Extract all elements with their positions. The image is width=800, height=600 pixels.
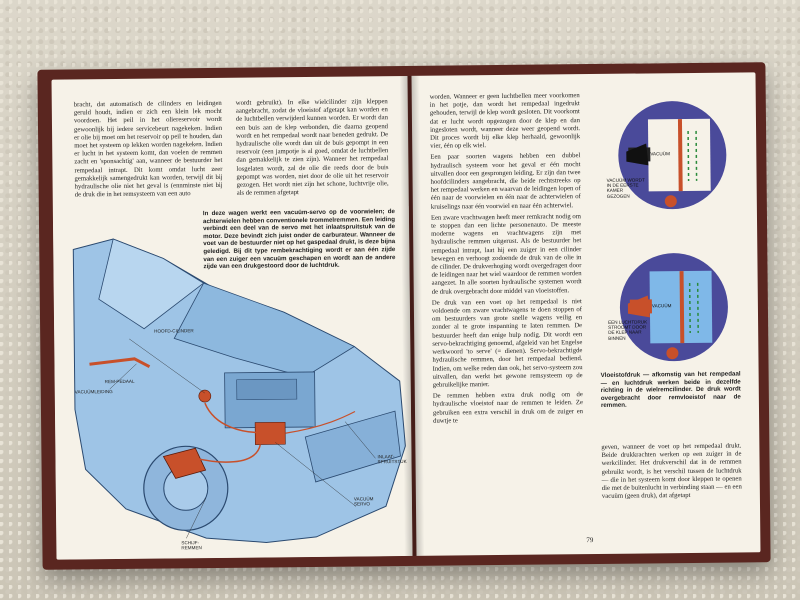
label-vacuum-tubing: vacuümleiding <box>74 389 113 395</box>
vacuum-diagram-bottom <box>619 252 729 362</box>
left-figure-caption: In deze wagen werkt een vacuüm-servo op … <box>202 208 396 271</box>
servo-piston-diagram <box>626 118 711 208</box>
diagram-top-title: vacuüm <box>650 151 670 157</box>
right-page-column-2: geven, wanneer de voet op het rempedaal … <box>601 442 742 504</box>
right-page-column-1: worden. Wanneer er geen luchtbellen meer… <box>430 92 583 428</box>
diagram-bottom-title: vacuüm <box>651 303 672 309</box>
paragraph: bracht, dat automatisch de cilinders en … <box>73 99 223 199</box>
label-vacuum-servo: vacuüm servo <box>353 496 374 507</box>
paragraph: Een zware vrachtwagen heeft meer remkrac… <box>430 212 582 296</box>
open-book: bracht, dat automatisch de cilinders en … <box>37 62 771 570</box>
paragraph: wordt gebruikt). In elke wielcilinder zi… <box>235 98 389 197</box>
right-figure-caption: Vloeistofdruk — afkomstig van het remped… <box>600 370 741 410</box>
paragraph: geven, wanneer de voet op het rempedaal … <box>601 442 742 501</box>
car-brake-illustration <box>52 205 413 560</box>
label-brake-pedal: rem-pedaal <box>104 378 135 385</box>
left-page: bracht, dat automatisch de cilinders en … <box>51 75 413 560</box>
servo-piston-diagram <box>627 270 713 360</box>
label-disc-brakes: schijf-remmen <box>181 540 202 551</box>
paragraph: worden. Wanneer er geen luchtbellen meer… <box>429 92 581 150</box>
page-number: 79 <box>586 536 594 545</box>
paragraph: De druk van een voet op het rempedaal is… <box>431 298 583 389</box>
diagram-top-label: vacuüm wordt in de eerste kamer gezogen <box>606 177 645 199</box>
vacuum-diagram-top <box>617 100 727 210</box>
left-page-column-1: bracht, dat automatisch de cilinders en … <box>74 100 223 203</box>
paragraph: Een paar soorten wagens hebben een dubbe… <box>430 152 581 211</box>
label-main-cylinder: hoofd-cilinder <box>154 328 194 334</box>
paragraph: De remmen hebben extra druk nodig om de … <box>432 391 584 425</box>
diagram-bottom-label: een luchtdruk stroomt door de klep naar … <box>608 319 648 341</box>
left-page-column-2: wordt gebruikt). In elke wielcilinder zi… <box>236 98 389 201</box>
right-page: worden. Wanneer er geen luchtbellen meer… <box>411 72 761 556</box>
